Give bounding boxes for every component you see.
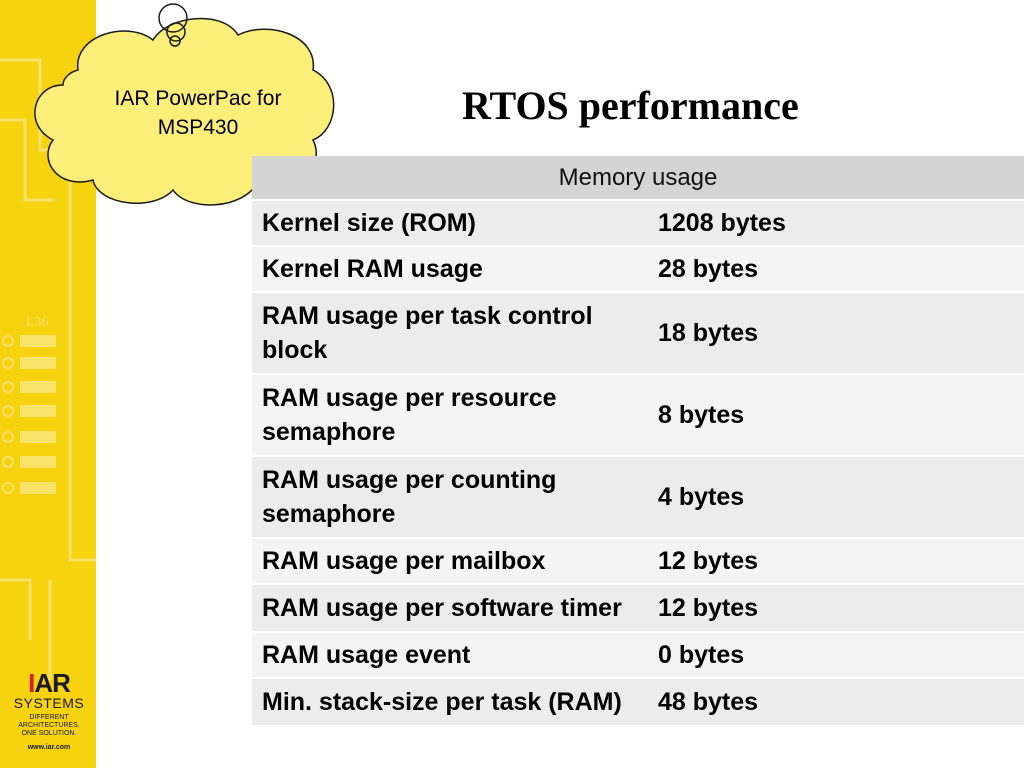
row-label: Kernel RAM usage	[262, 255, 483, 283]
table-row: RAM usage event 0 bytes	[252, 631, 1024, 677]
row-label: RAM usage event	[262, 641, 471, 669]
row-label: RAM usage per counting semaphore	[262, 466, 557, 528]
row-value: 12 bytes	[658, 594, 759, 622]
row-label: Kernel size (ROM)	[262, 209, 476, 237]
table-row: Kernel size (ROM) 1208 bytes	[252, 199, 1024, 245]
row-value: 8 bytes	[658, 401, 745, 429]
table-row: RAM usage per counting semaphore 4 bytes	[252, 455, 1024, 537]
page-title: RTOS performance	[462, 83, 799, 128]
table-header: Memory usage	[252, 156, 1024, 199]
row-value: 18 bytes	[658, 319, 759, 347]
table-row: RAM usage per resource semaphore 8 bytes	[252, 373, 1024, 455]
row-label: Min. stack-size per task (RAM)	[262, 688, 622, 716]
row-label: RAM usage per resource semaphore	[262, 384, 557, 446]
row-value: 0 bytes	[658, 641, 745, 669]
logo-url: www.iar.com	[27, 744, 71, 751]
row-value: 1208 bytes	[658, 209, 786, 237]
logo-systems: SYSTEMS	[13, 695, 85, 711]
row-value: 12 bytes	[658, 547, 759, 575]
logo-tagline: DIFFERENT ARCHITECTURES. ONE SOLUTION.	[18, 714, 80, 737]
row-value: 48 bytes	[658, 688, 759, 716]
table-row: Min. stack-size per task (RAM) 48 bytes	[252, 677, 1024, 725]
memory-usage-table: Memory usage Kernel size (ROM) 1208 byte…	[252, 156, 1024, 725]
strip-label: L36	[26, 315, 49, 330]
circuit-decoration: L36	[0, 58, 96, 680]
row-label: RAM usage per task control block	[262, 302, 593, 364]
cloud-text: IAR PowerPac for MSP430	[114, 87, 282, 139]
logo-mark: IAR	[28, 668, 71, 698]
row-label: RAM usage per software timer	[262, 594, 622, 622]
iar-logo: IAR SYSTEMS DIFFERENT ARCHITECTURES. ONE…	[6, 670, 92, 751]
table-row: RAM usage per software timer 12 bytes	[252, 583, 1024, 631]
row-value: 28 bytes	[658, 255, 759, 283]
table-row: RAM usage per task control block 18 byte…	[252, 291, 1024, 373]
row-value: 4 bytes	[658, 483, 745, 511]
table-row: RAM usage per mailbox 12 bytes	[252, 537, 1024, 583]
row-label: RAM usage per mailbox	[262, 547, 546, 575]
table-row: Kernel RAM usage 28 bytes	[252, 245, 1024, 291]
